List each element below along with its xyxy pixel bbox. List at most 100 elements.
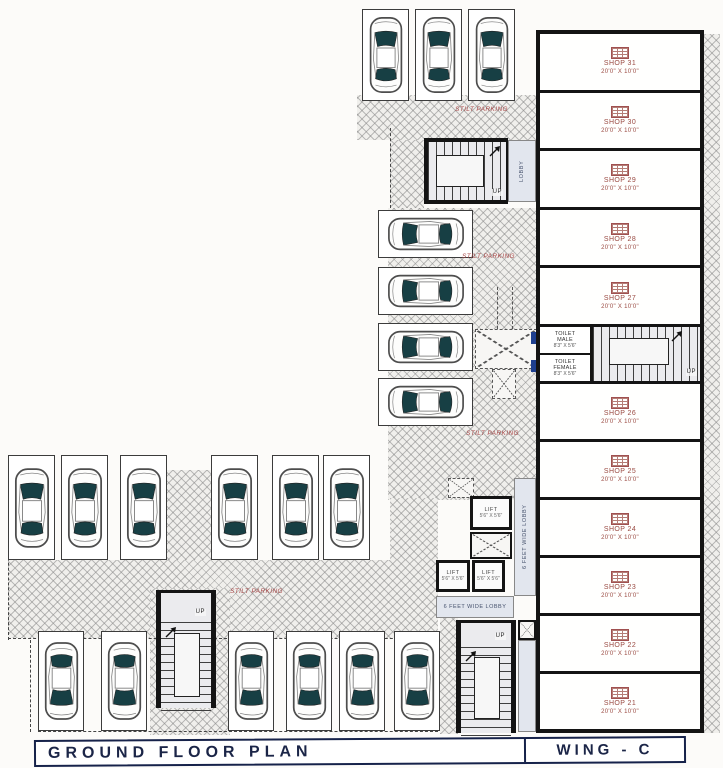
lift-dims: 5'6" X 5'6" — [441, 576, 465, 582]
shop-dims: 20'0" X 10'0" — [601, 245, 639, 252]
shutter-grid-icon — [611, 223, 629, 236]
shop-unit: SHOP 24 20'0" X 10'0" — [540, 500, 700, 558]
car-icon — [213, 460, 257, 556]
lobby-bottom: 6 FEET WIDE LOBBY — [436, 596, 514, 618]
shop-dims: 20'0" X 10'0" — [601, 477, 639, 483]
car-icon — [122, 460, 166, 556]
page-title: GROUND FLOOR PLAN — [47, 742, 313, 762]
shop-label: SHOP 31 — [603, 60, 637, 68]
toilet-male: TOILET MALE 8'3" X 5'6" — [540, 327, 590, 355]
parking-stall — [378, 323, 473, 371]
lobby-strip — [518, 640, 536, 732]
stair-up-label: UP — [194, 609, 206, 616]
shops-column: SHOP 31 20'0" X 10'0" SHOP 30 20'0" X 10… — [536, 30, 704, 733]
toilet-female-label: FEMALE — [553, 365, 577, 371]
shop-dims: 20'0" X 10'0" — [601, 593, 639, 599]
car-icon — [384, 381, 468, 423]
parking-stall — [394, 631, 440, 731]
hatch-area — [357, 95, 537, 140]
car-icon — [341, 635, 384, 727]
boundary-dashed-line — [8, 638, 438, 639]
car-icon — [230, 635, 273, 727]
shutter-grid-icon — [611, 164, 629, 177]
duct-dashed-shaft — [497, 287, 513, 329]
shutter-grid-icon — [611, 687, 629, 699]
lobby-right-vertical: 6 FEET WIDE LOBBY — [514, 478, 536, 596]
stair-direction-arrow-icon — [670, 329, 686, 343]
car-icon — [418, 13, 460, 97]
parking-stall — [120, 455, 167, 560]
car-icon — [103, 635, 146, 727]
toilet-title: TOILET — [554, 331, 576, 337]
lift-dims: 5'6" X 5'6" — [479, 513, 503, 519]
toilet-title: TOILET — [554, 359, 576, 365]
boundary-dashed-line — [390, 128, 391, 208]
shop-dims: 20'0" X 10'0" — [601, 186, 639, 193]
lift-dims: 5'6" X 5'6" — [477, 576, 500, 582]
lobby-top: LOBBY — [508, 140, 536, 202]
car-icon — [384, 326, 468, 368]
car-icon — [288, 635, 331, 727]
car-icon — [365, 13, 407, 97]
lobby-right-label: 6 FEET WIDE LOBBY — [522, 504, 528, 570]
shop-label: SHOP 26 — [603, 410, 637, 417]
parking-stall — [378, 210, 473, 258]
parking-stall — [286, 631, 332, 731]
stilt-parking-label: STILT PARKING — [455, 106, 508, 113]
toilet-female-dims: 8'3" X 5'6" — [553, 371, 577, 377]
stilt-parking-label: STILT PARKING — [462, 253, 515, 260]
stair-direction-arrow-icon — [164, 625, 180, 639]
shutter-grid-icon — [611, 397, 629, 409]
lift: LIFT 5'6" X 5'6" — [436, 560, 470, 592]
shop-label: SHOP 23 — [603, 584, 637, 591]
boundary-dashed-line — [30, 640, 31, 732]
shop-label: SHOP 22 — [603, 642, 637, 649]
shop-label: SHOP 21 — [603, 700, 637, 707]
lobby-bottom-label: 6 FEET WIDE LOBBY — [443, 604, 507, 610]
lift-label: LIFT — [482, 570, 495, 576]
shop-label: SHOP 28 — [603, 236, 637, 244]
door-mark — [531, 332, 536, 344]
cross-shaft-icon — [470, 532, 512, 559]
shop-label: SHOP 24 — [603, 526, 637, 533]
shutter-grid-icon — [611, 47, 629, 60]
hatch-area — [440, 610, 458, 734]
lift: LIFT 5'6" X 5'6" — [472, 560, 505, 592]
cross-shaft-icon — [492, 369, 516, 399]
parking-stall — [468, 9, 515, 101]
hatch-area — [390, 140, 424, 208]
parking-stall — [8, 455, 55, 560]
staircase-top: UP — [424, 138, 508, 204]
parking-stall — [228, 631, 274, 731]
lift-label: LIFT — [446, 570, 460, 576]
car-icon — [40, 635, 83, 727]
car-icon — [63, 460, 107, 556]
stair-up-label: UP — [685, 369, 697, 376]
shop-unit: SHOP 28 20'0" X 10'0" — [540, 209, 700, 269]
parking-stall — [38, 631, 84, 731]
shop-unit: SHOP 27 20'0" X 10'0" — [540, 268, 700, 327]
shop-unit: SHOP 22 20'0" X 10'0" — [540, 616, 700, 674]
shop-dims: 20'0" X 10'0" — [601, 69, 639, 76]
parking-stall — [415, 9, 462, 101]
shop-label: SHOP 27 — [603, 294, 637, 302]
shop-dims: 20'0" X 10'0" — [601, 709, 639, 715]
parking-stall — [362, 9, 409, 101]
shops-top-group: SHOP 31 20'0" X 10'0" SHOP 30 20'0" X 10… — [540, 34, 700, 327]
title-bar: GROUND FLOOR PLAN WING - C — [33, 736, 687, 767]
car-icon — [396, 635, 439, 727]
lift: LIFT 5'6" X 5'6" — [470, 496, 512, 530]
lift-label: LIFT — [484, 507, 498, 513]
shop-unit: SHOP 29 20'0" X 10'0" — [540, 151, 700, 210]
parking-stall — [101, 631, 147, 731]
door-mark — [531, 360, 536, 372]
shutter-grid-icon — [611, 629, 629, 641]
cross-shaft-icon — [518, 620, 536, 640]
car-icon — [471, 13, 513, 97]
shop-dims: 20'0" X 10'0" — [601, 419, 639, 425]
parking-stall — [272, 455, 319, 560]
stilt-parking-label: STILT PARKING — [230, 588, 283, 595]
boundary-dashed-line — [8, 518, 9, 640]
staircase-mid-right: UP — [593, 327, 700, 381]
boundary-dashed-line — [38, 731, 438, 732]
